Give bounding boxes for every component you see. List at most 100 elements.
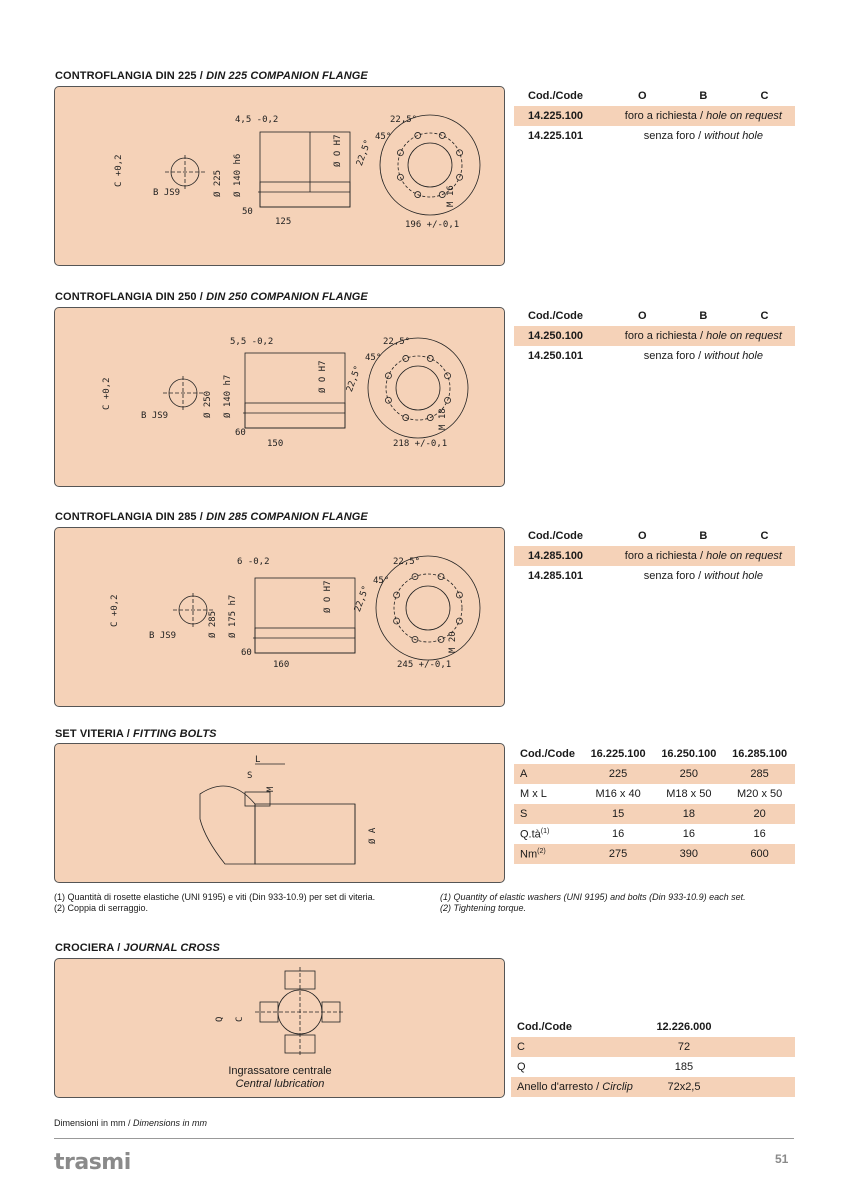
thread-label: M 18	[438, 408, 448, 430]
step-label: 6 -0,2	[237, 557, 270, 567]
pcd-label: 218 +/-0,1	[393, 439, 447, 449]
bolt-hole	[456, 591, 463, 599]
note-1-it: (1) Quantità di rosette elastiche (UNI 9…	[54, 892, 376, 902]
table-row: 14.225.101 senza foro / without hole	[514, 126, 795, 146]
bolt-hole	[385, 396, 392, 404]
row-label: C	[511, 1037, 645, 1057]
footer-divider	[54, 1138, 794, 1139]
angle1-label: 22,5°	[383, 337, 410, 347]
bolt-hole	[402, 355, 410, 362]
lube-en: Central lubrication	[235, 1078, 325, 1090]
row-value: 18	[653, 804, 725, 824]
row-value: 72	[644, 1037, 724, 1057]
outer-dia-label: Ø 225	[212, 170, 223, 197]
q-label: Q	[215, 1017, 225, 1022]
row-label: A	[514, 764, 583, 784]
table-row: Anello d'arresto / Circlip 72x2,5	[511, 1077, 795, 1097]
angle2-label: 45°	[373, 576, 389, 586]
bolt-hole	[411, 636, 419, 643]
note-2-en: (2) Tightening torque.	[440, 903, 526, 913]
row-value: M20 x 50	[736, 788, 783, 800]
header-o: O	[637, 310, 647, 322]
angle3-label: 22,5°	[345, 365, 364, 394]
header-b: B	[699, 90, 708, 102]
bolt-hole	[438, 191, 446, 198]
angle3-label: 22,5°	[355, 139, 374, 168]
bolt-hole	[456, 617, 463, 625]
header-c: C	[760, 310, 769, 322]
angle2-label: 45°	[375, 132, 391, 142]
row-value: 16	[682, 828, 695, 840]
bolt-hole	[437, 573, 445, 580]
pcd-label: 196 +/-0,1	[405, 220, 459, 230]
bore-dia-label: Ø O H7	[322, 580, 333, 613]
row-value: 250	[653, 764, 725, 784]
table-row: M x L M16 x 40 M18 x 50 M20 x 50	[514, 784, 795, 804]
header-code: Cod./Code	[528, 310, 583, 322]
table-row: 14.285.101 senza foro / without hole	[514, 566, 795, 586]
angle1-label: 22,5°	[393, 557, 420, 567]
table-row: 14.250.100 foro a richiesta / hole on re…	[514, 326, 795, 346]
pcd-label: 245 +/-0,1	[397, 660, 451, 670]
row-desc: senza foro / without hole	[643, 570, 763, 582]
bolt-hole	[437, 636, 445, 643]
row-desc: senza foro / without hole	[643, 130, 763, 142]
flange-drawing-din225: C +0,2 B JS9 4,5 -0,2 Ø 225 Ø 140 h6 Ø O…	[114, 114, 481, 230]
bolts-table: Cod./Code 16.225.100 16.250.100 16.285.1…	[514, 744, 795, 864]
m-label: M	[266, 786, 276, 792]
row-value: 390	[653, 844, 725, 864]
width1-label: 50	[242, 207, 253, 217]
bolt-hole	[426, 355, 434, 362]
row-desc: foro a richiesta / hole on request	[611, 106, 795, 126]
notes-english: (1) Quantity of elastic washers (UNI 919…	[440, 892, 746, 914]
width1-label: 60	[235, 428, 246, 438]
row-value: 16	[611, 828, 625, 840]
angle3-label: 22,5°	[353, 585, 372, 614]
row-value: 275	[582, 844, 654, 864]
key-c-label: C +0,2	[102, 377, 112, 410]
bolt-hole	[393, 617, 400, 625]
row-code: 14.285.101	[528, 570, 584, 582]
angle1-label: 22,5°	[390, 115, 417, 125]
table-row: 14.250.101 senza foro / without hole	[514, 346, 795, 366]
flange-drawing-din285: C +0,2 B JS9 6 -0,2 Ø 285 Ø 175 h7 Ø O H…	[110, 555, 481, 670]
header-code: Cod./Code	[528, 90, 583, 102]
drawing-panel-din225: C +0,2 B JS9 4,5 -0,2 Ø 225 Ø 140 h6 Ø O…	[54, 86, 505, 266]
row-value: 185	[674, 1061, 694, 1073]
bore-dia-label: Ø O H7	[317, 360, 328, 393]
bolt-hole	[456, 173, 463, 181]
bolt-hole	[397, 173, 404, 181]
header-o: O	[637, 90, 647, 102]
cross-table: Cod./Code 12.226.000 C 72 Q 185 Anello d…	[511, 1017, 795, 1097]
row-code: 14.250.100	[514, 326, 612, 346]
row-desc: foro a richiesta / hole on request	[611, 546, 795, 566]
page-number: 51	[775, 1152, 789, 1166]
bolt-hole	[438, 132, 446, 139]
table-row: Q.tà(1) 16 16 16	[514, 824, 795, 844]
angle2-label: 45°	[365, 353, 381, 363]
width1-label: 60	[241, 648, 252, 658]
header-col2: 16.250.100	[661, 748, 717, 760]
width2-label: 160	[273, 660, 289, 670]
row-code: 14.225.100	[514, 106, 612, 126]
row-desc: senza foro / without hole	[643, 350, 763, 362]
row-value: 72x2,5	[644, 1077, 724, 1097]
outer-dia-label: Ø 250	[202, 391, 213, 418]
s-label: S	[247, 771, 252, 781]
lube-it: Ingrassatore centrale	[228, 1065, 332, 1077]
inner-dia-label: Ø 140 h6	[232, 154, 243, 197]
row-value: 20	[724, 804, 795, 824]
header-code: Cod./Code	[520, 748, 575, 760]
code-table-din225: Cod./Code O B C 14.225.100 foro a richie…	[514, 86, 795, 146]
lubrication-note: Ingrassatore centrale Central lubricatio…	[225, 1065, 335, 1091]
header-o: O	[637, 530, 647, 542]
width2-label: 150	[267, 439, 283, 449]
dimensions-note: Dimensioni in mm / Dimensions in mm	[54, 1118, 208, 1128]
row-value: M18 x 50	[666, 788, 712, 800]
row-value: 15	[582, 804, 654, 824]
bolt-hole	[402, 414, 410, 421]
row-value: M16 x 40	[595, 788, 641, 800]
bolt-hole	[426, 414, 434, 421]
section-title-din250: CONTROFLANGIA DIN 250 / DIN 250 COMPANIO…	[55, 291, 368, 303]
row-value: 600	[724, 844, 795, 864]
